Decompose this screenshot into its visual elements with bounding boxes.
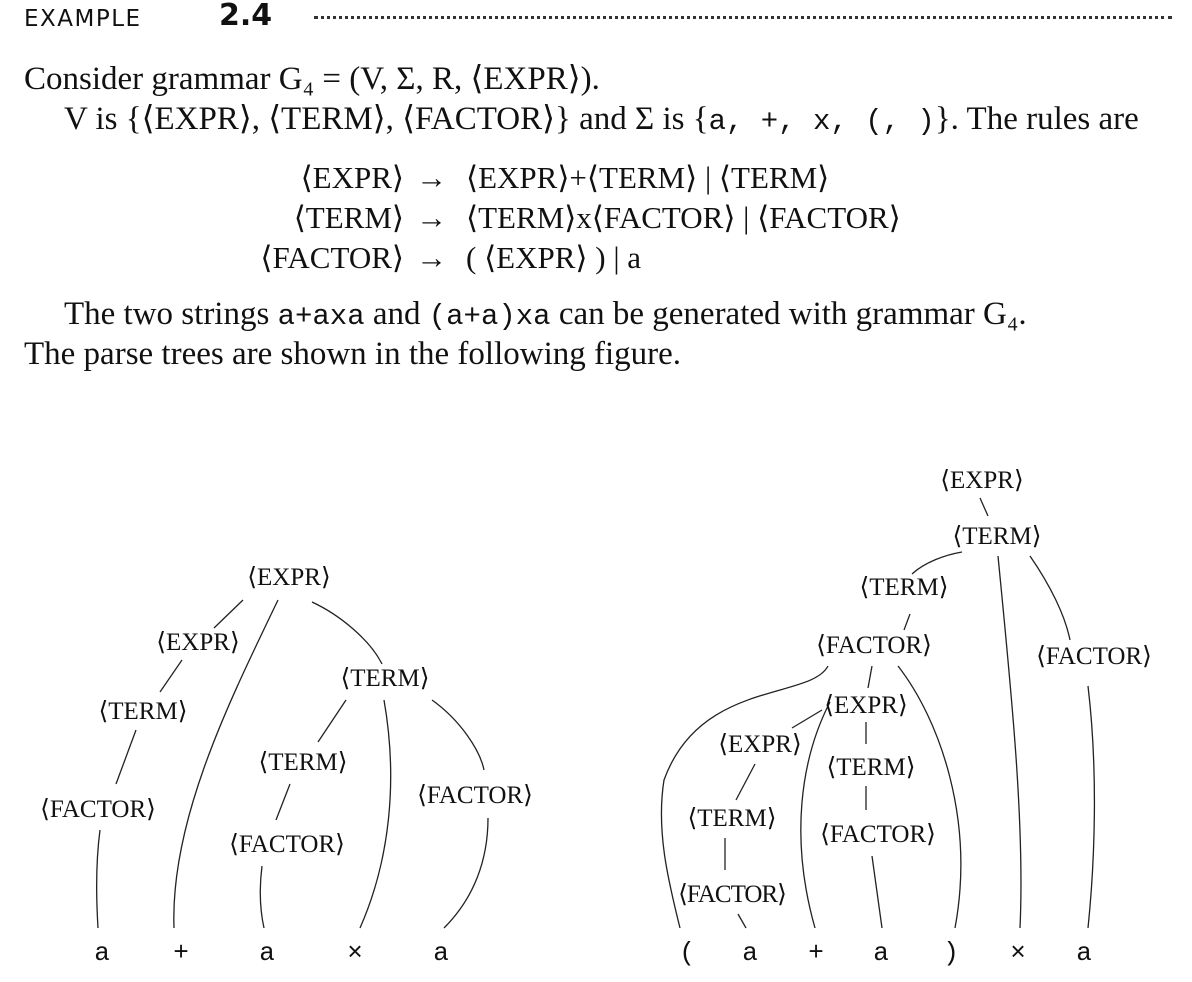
tree2-leaf: × [1010, 938, 1026, 968]
tree-edge [791, 709, 823, 729]
tree2-leaf: + [808, 938, 824, 968]
tree-edge [911, 551, 963, 575]
tree1-node: ⟨TERM⟩ [259, 749, 348, 776]
tree-edge [997, 555, 1022, 929]
sets-text-a: V is {⟨EXPR⟩, ⟨TERM⟩, ⟨FACTOR⟩} and Σ is… [64, 101, 709, 137]
string-one: a+axa [277, 300, 365, 333]
tree2-leaf: a [1076, 938, 1092, 968]
tree-edge [1029, 555, 1071, 641]
paragraph-figure-intro: The parse trees are shown in the followi… [24, 336, 682, 372]
strings-text-b: and [364, 296, 429, 332]
paragraph-strings: The two strings a+axa and (a+a)xa can be… [64, 296, 1027, 333]
dotted-rule [314, 16, 1172, 19]
rule-rhs: ⟨EXPR⟩+⟨TERM⟩ | ⟨TERM⟩ [466, 160, 830, 195]
tree2-node: ⟨EXPR⟩ [940, 467, 1023, 494]
tree1-leaf: × [347, 938, 363, 968]
tree1-node: ⟨TERM⟩ [341, 665, 430, 692]
sets-text-b: }. The rules are [934, 101, 1139, 137]
example-label: EXAMPLE [24, 6, 142, 32]
tree-edge [737, 913, 747, 929]
tree2-node: ⟨TERM⟩ [688, 805, 777, 832]
tree1-node: ⟨EXPR⟩ [247, 564, 330, 591]
tree-edge [897, 665, 962, 929]
tree1-leaf: + [173, 938, 189, 968]
tree-edge [443, 817, 489, 929]
tree1-node: ⟨TERM⟩ [99, 698, 188, 725]
strings-text-c: can be generated with grammar G₄. [550, 296, 1027, 332]
tree1-node: ⟨EXPR⟩ [156, 629, 239, 656]
tree1-leaf: a [259, 938, 275, 968]
tree2-node: ⟨TERM⟩ [827, 754, 916, 781]
tree-edge [259, 865, 265, 929]
parse-tree-2: ⟨EXPR⟩ ⟨TERM⟩ ⟨TERM⟩ ⟨FACTOR⟩ ⟨FACTOR⟩ ⟨… [660, 467, 1152, 968]
tree-edge [275, 783, 291, 821]
tree-edge [800, 701, 831, 929]
tree-edge [96, 829, 101, 929]
paragraph-sets: V is {⟨EXPR⟩, ⟨TERM⟩, ⟨FACTOR⟩} and Σ is… [64, 98, 1139, 138]
tree-edge [431, 699, 485, 771]
rule-lhs: ⟨FACTOR⟩ [260, 240, 404, 275]
tree2-node: ⟨TERM⟩ [860, 574, 949, 601]
parse-tree-1: ⟨EXPR⟩ ⟨EXPR⟩ ⟨TERM⟩ ⟨TERM⟩ ⟨FACTOR⟩ ⟨TE… [40, 564, 533, 968]
tree-edge [735, 763, 756, 801]
tree1-node: ⟨FACTOR⟩ [40, 796, 156, 823]
tree2-node: ⟨FACTOR⟩ [678, 881, 786, 908]
tree2-leaf: a [873, 938, 889, 968]
tree-edge [317, 699, 347, 743]
sigma-symbols: a, +, x, (, ) [708, 105, 935, 138]
rule-rhs: ( ⟨EXPR⟩ ) | a [466, 240, 642, 275]
grammar-rules: ⟨EXPR⟩ → ⟨EXPR⟩+⟨TERM⟩ | ⟨TERM⟩ ⟨TERM⟩ →… [204, 160, 1004, 280]
tree2-leaf: a [742, 938, 758, 968]
tree1-node: ⟨FACTOR⟩ [417, 782, 533, 809]
rule-arrow: → [416, 160, 447, 195]
rule-lhs: ⟨TERM⟩ [293, 200, 404, 235]
tree-edge [867, 665, 873, 689]
strings-text-a: The two strings [64, 296, 278, 332]
tree2-leaf: ) [943, 938, 959, 968]
string-two: (a+a)xa [428, 300, 551, 333]
tree2-node: ⟨FACTOR⟩ [820, 821, 936, 848]
example-number: 2.4 [219, 0, 273, 33]
tree2-leaf: ( [679, 938, 695, 968]
example-header: EXAMPLE 2.4 [24, 0, 1172, 36]
tree-edge [213, 599, 244, 629]
tree-edge [115, 729, 137, 785]
tree-edge [903, 613, 911, 631]
tree-edge [311, 601, 383, 665]
rule-lhs: ⟨EXPR⟩ [300, 160, 404, 195]
tree1-node: ⟨FACTOR⟩ [229, 831, 345, 858]
tree-edge [159, 659, 183, 693]
tree-edge [1087, 685, 1096, 929]
tree1-leaf: a [94, 938, 110, 968]
rule-rhs: ⟨TERM⟩x⟨FACTOR⟩ | ⟨FACTOR⟩ [466, 200, 901, 235]
tree-edge [359, 699, 392, 929]
tree2-node: ⟨TERM⟩ [953, 523, 1042, 550]
tree-edge [173, 599, 279, 929]
tree-edge [979, 497, 989, 517]
tree-edge [871, 855, 883, 929]
tree2-node: ⟨EXPR⟩ [718, 731, 801, 758]
tree-edge [660, 665, 829, 929]
paragraph-grammar-def: Consider grammar G₄ = (V, Σ, R, ⟨EXPR⟩). [24, 61, 600, 97]
rule-arrow: → [416, 200, 447, 235]
tree2-node: ⟨EXPR⟩ [824, 692, 907, 719]
tree2-node: ⟨FACTOR⟩ [1036, 643, 1152, 670]
tree2-node: ⟨FACTOR⟩ [816, 632, 932, 659]
rule-arrow: → [416, 240, 447, 275]
tree1-leaf: a [433, 938, 449, 968]
